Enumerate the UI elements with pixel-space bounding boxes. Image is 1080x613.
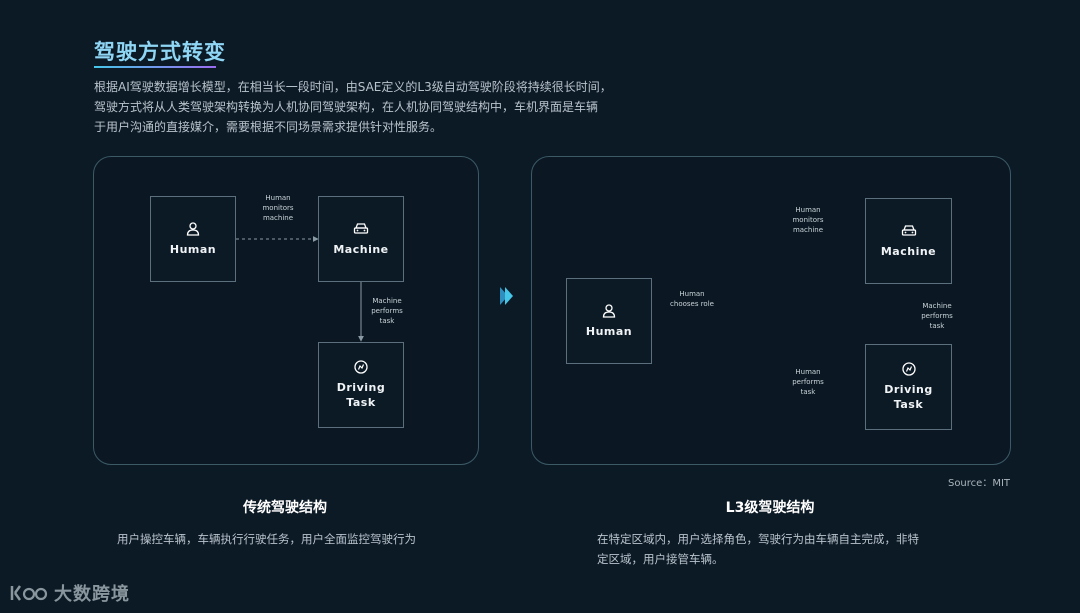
machine-node-right: Machine (865, 198, 952, 284)
route-icon (901, 362, 916, 376)
title-underline (94, 66, 216, 68)
driving-task-node-right: Driving Task (865, 344, 952, 430)
source-note: Source：MIT (947, 478, 1010, 489)
edge-label-human-monitors: Human monitors machine (262, 194, 294, 222)
edge-label-human-performs: Human performs task (792, 368, 824, 396)
l3-caption-line: 在特定区域内，用户选择角色，驾驶行为由车辆自主完成，非特 (597, 532, 919, 546)
machine-node-label: Machine (333, 242, 389, 256)
person-icon (602, 303, 616, 318)
person-icon (186, 221, 200, 236)
l3-caption-title: L3级驾驶结构 (725, 500, 815, 516)
intro-line: 驾驶方式将从人类驾驶架构转换为人机协同驾驶架构，在人机协同驾驶结构中，车机界面是… (94, 100, 599, 114)
human-node-right-label: Human (585, 324, 633, 338)
page-title: 驾驶方式转变 (94, 40, 226, 64)
edge-label-machine-performs-right: Machine performs task (921, 302, 953, 330)
transition-arrow-icon (500, 287, 513, 305)
intro-line: 于用户沟通的直接媒介，需要根据不同场景需求提供针对性服务。 (94, 120, 443, 134)
edge-label-human-monitors-right: Human monitors machine (792, 206, 824, 234)
machine-node-right-label: Machine (880, 244, 937, 258)
brand-name: 大数跨境 (54, 584, 130, 605)
driving-task-node: Driving Task (318, 342, 404, 428)
car-icon (901, 224, 916, 236)
intro-line: 根据AI驾驶数据增长模型，在相当长一段时间，由SAE定义的L3级自动驾驶阶段将持… (94, 80, 612, 94)
driving-task-node-right-label: Driving Task (884, 383, 933, 411)
l3-caption-line: 定区域，用户接管车辆。 (597, 552, 724, 566)
edge-label-human-chooses: Human chooses role (670, 290, 714, 308)
intro-paragraph: 根据AI驾驶数据增长模型，在相当长一段时间，由SAE定义的L3级自动驾驶阶段将持… (94, 77, 664, 137)
driving-task-node-label: Driving Task (336, 381, 386, 409)
car-icon (353, 222, 369, 234)
human-node-label: Human (169, 242, 217, 256)
l3-caption-text: 在特定区域内，用户选择角色，驾驶行为由车辆自主完成，非特 定区域，用户接管车辆。 (597, 529, 977, 569)
machine-node: Machine (318, 196, 404, 282)
edge-label-machine-performs: Machine performs task (371, 297, 403, 325)
brand-watermark: 大数跨境 (10, 580, 130, 606)
traditional-caption-title: 传统驾驶结构 (243, 500, 327, 516)
human-node-right: Human (566, 278, 652, 364)
human-node: Human (150, 196, 236, 282)
brand-logo-icon (10, 585, 48, 601)
route-icon (354, 360, 368, 374)
traditional-caption-text: 用户操控车辆，车辆执行行驶任务，用户全面监控驾驶行为 (117, 532, 416, 546)
